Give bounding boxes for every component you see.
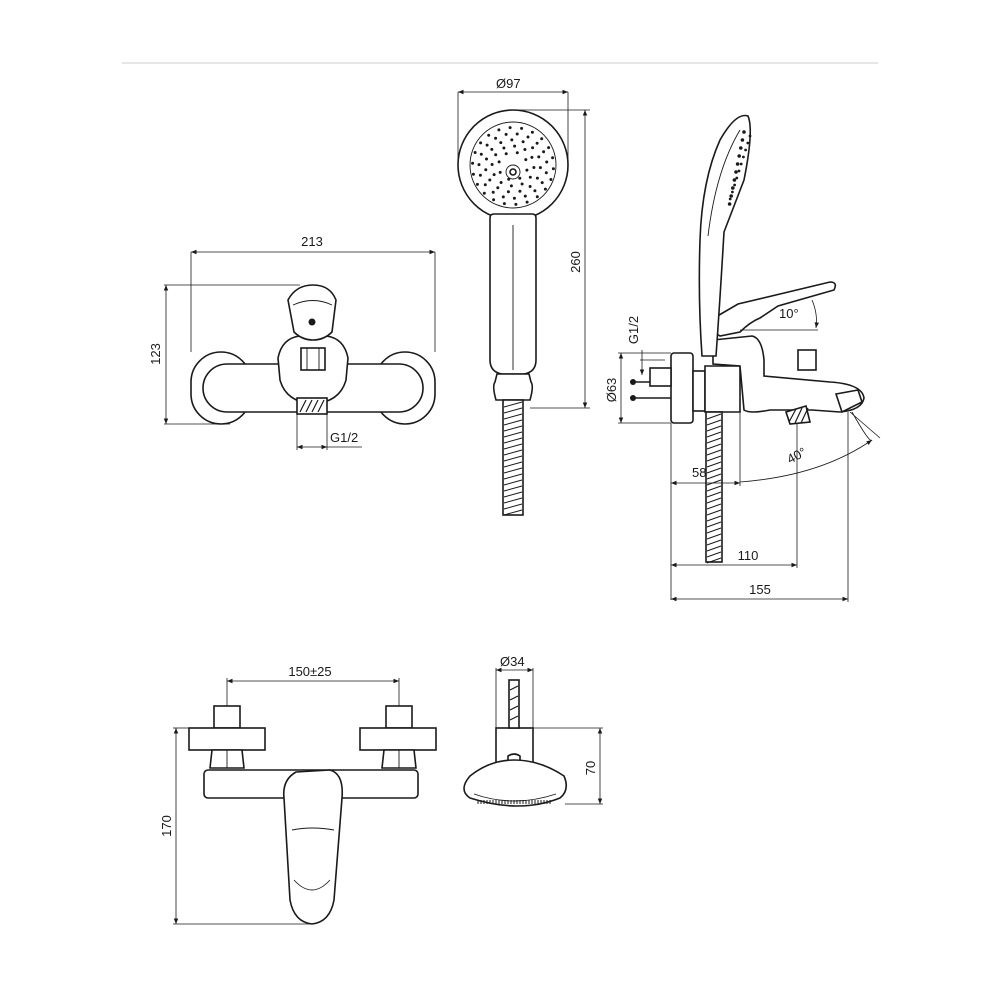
dim-front-height: 123 xyxy=(148,343,163,365)
dim-side-thread: G1/2 xyxy=(626,316,641,344)
dim-front-width: 213 xyxy=(301,234,323,249)
handshower-nozzles xyxy=(471,126,555,206)
side-diverter xyxy=(797,349,817,371)
side-wall-flange xyxy=(670,352,694,424)
dim-front-thread: G1/2 xyxy=(330,430,358,445)
dim-angle-spout: 40° xyxy=(784,444,808,466)
dim-side-diameter: Ø63 xyxy=(604,378,619,403)
top-left-flange xyxy=(188,727,266,751)
dim-angle-lever: 10° xyxy=(779,306,799,321)
front-view: 213 123 G1/2 xyxy=(148,234,436,450)
dim-top-centers: 150±25 xyxy=(288,664,331,679)
side-lever xyxy=(712,281,837,337)
side-view: G1/2 Ø63 10° 40° 58 110 155 xyxy=(604,114,881,602)
handshower-hose xyxy=(502,399,524,516)
side-hose xyxy=(705,411,723,563)
dim-holder-height: 70 xyxy=(583,761,598,775)
side-handshower xyxy=(698,114,752,357)
dim-top-depth: 170 xyxy=(159,815,174,837)
side-body xyxy=(704,365,741,413)
side-nozzles xyxy=(727,130,752,206)
side-aerator xyxy=(784,404,812,425)
side-spout xyxy=(834,389,863,414)
dim-handshower-length: 260 xyxy=(568,251,583,273)
top-lever xyxy=(282,769,344,925)
handshower-view: Ø97 260 xyxy=(457,76,590,516)
front-lever xyxy=(287,284,337,341)
handshower-connector xyxy=(492,373,534,401)
dim-side-depth-110: 110 xyxy=(738,548,759,563)
holder-head xyxy=(463,759,568,807)
top-right-flange xyxy=(359,727,437,751)
dim-handshower-diameter: Ø97 xyxy=(496,76,521,91)
dim-side-depth-155: 155 xyxy=(749,582,771,597)
top-view: 150±25 170 xyxy=(159,664,437,925)
dim-side-depth-58: 58 xyxy=(692,465,706,480)
front-diverter xyxy=(300,347,326,371)
holder-view: Ø34 70 xyxy=(463,654,603,807)
dim-holder-diameter: Ø34 xyxy=(500,654,525,669)
